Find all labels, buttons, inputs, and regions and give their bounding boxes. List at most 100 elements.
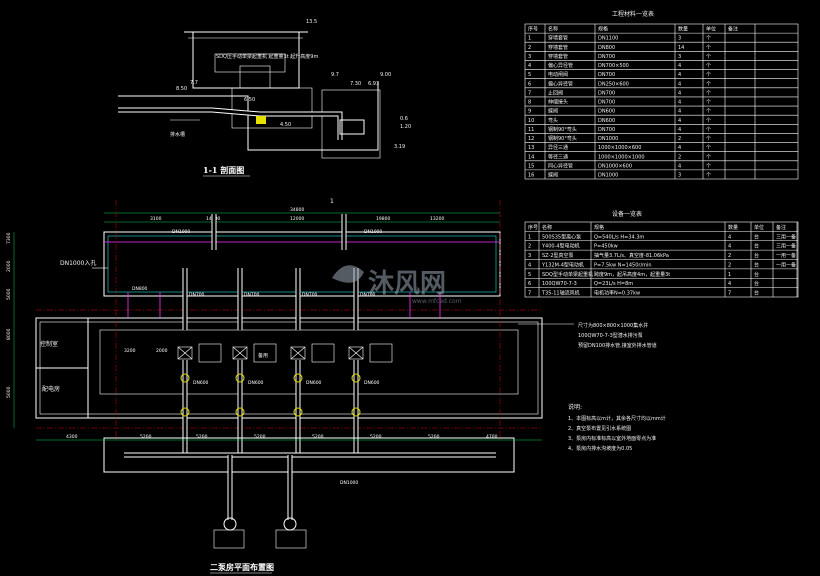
plan-total-dimension: 34800 xyxy=(290,207,304,213)
materials-table-cell: 13 xyxy=(528,145,534,151)
equipment-table-cell: P=7.5kw N=1450r/min xyxy=(594,262,652,268)
svg-text:5000: 5000 xyxy=(6,288,12,300)
materials-table-cell: 个 xyxy=(706,54,711,60)
materials-table-cell: 个 xyxy=(706,145,711,151)
note-4: 4、泵房内排水沟坡度为0.05 xyxy=(568,445,632,452)
materials-table-cell: 止回阀 xyxy=(548,89,563,96)
materials-table-cell: 偏心异径管 xyxy=(548,80,573,87)
materials-table-cell: DN1100 xyxy=(598,36,618,42)
materials-table-cell: 个 xyxy=(706,90,711,96)
equipment-table-cell: 5 xyxy=(528,272,531,278)
svg-text:DN1000: DN1000 xyxy=(172,229,190,235)
pump-icon xyxy=(232,346,248,360)
check-valve-icon xyxy=(180,407,190,417)
materials-table-cell: DN700 xyxy=(598,54,615,60)
section-building-outline xyxy=(192,31,300,89)
materials-table-cell: 4 xyxy=(678,81,681,87)
materials-table-cell: 6 xyxy=(528,81,531,87)
equipment-table-header-cell: 备注 xyxy=(776,224,786,231)
materials-table-cell: 3 xyxy=(678,36,681,42)
materials-table-cell: DN800 xyxy=(598,45,615,51)
materials-table-cell: 5 xyxy=(528,72,531,78)
equipment-table-cell: Y132M-4型电动机 xyxy=(541,261,584,268)
pump-icon xyxy=(177,346,193,360)
svg-text:DN1000: DN1000 xyxy=(364,229,382,235)
materials-table-cell: 个 xyxy=(706,45,711,51)
section-drain-label: 排水槽 xyxy=(170,131,185,138)
equipment-table-cell: Q=540L/s H=34.3m xyxy=(594,234,644,240)
materials-table-cell: 穿墙套管 xyxy=(548,35,568,42)
equipment-table-cell: 1 xyxy=(728,272,731,278)
equipment-table-cell: 三用一备 xyxy=(776,243,796,250)
valve-icon xyxy=(180,373,190,383)
watermark-text: 沐风网 xyxy=(368,269,446,299)
suction-pipe-label: DN600 xyxy=(364,380,380,386)
equipment-table-cell: 台 xyxy=(754,252,759,259)
equipment-table-cell: 4 xyxy=(528,262,531,268)
watermark-url: www.mfcad.com xyxy=(412,298,462,305)
equipment-table-cell: 跨度9m，起吊高度4m，起重量3t xyxy=(594,271,670,278)
materials-table-cell: 个 xyxy=(706,81,711,87)
materials-table-cell: 伸缩接头 xyxy=(548,99,568,106)
svg-text:8000: 8000 xyxy=(6,328,12,340)
svg-text:5200: 5200 xyxy=(196,434,208,440)
motor-icon xyxy=(369,343,393,363)
plan-view-title: 二泵房平面布置图 xyxy=(210,562,274,572)
equipment-table-cell: P=450kw xyxy=(594,244,618,250)
svg-text:8.50: 8.50 xyxy=(176,86,187,92)
materials-table-cell: DN700 xyxy=(598,90,615,96)
materials-table-cell: 个 xyxy=(706,36,711,42)
materials-table-cell: 16 xyxy=(528,173,534,179)
control-room-label: 控制室 xyxy=(40,340,58,348)
materials-table-cell: DN1000 xyxy=(598,136,618,142)
materials-table-cell: 钢制90°弯头 xyxy=(548,135,577,142)
materials-table-cell: 钢制90°弯头 xyxy=(548,126,577,133)
materials-table-header-cell: 序号 xyxy=(528,26,538,33)
svg-text:13200: 13200 xyxy=(430,216,444,222)
equipment-table-cell: 台 xyxy=(754,271,759,278)
valve-icon xyxy=(235,373,245,383)
branch-pipe-label: DN700 xyxy=(244,292,260,298)
equipment-table-cell: 台 xyxy=(754,261,759,268)
materials-table-cell: 4 xyxy=(678,118,681,124)
materials-table-cell: 同心异径管 xyxy=(548,162,573,169)
suction-pipe-label: DN600 xyxy=(193,380,209,386)
materials-table-cell: 3 xyxy=(528,54,531,60)
equipment-table-cell: 电机功率N=0.37kw xyxy=(594,290,640,297)
section-view: SDQ压手动单梁起重机 起重量3t 起升高度9m 排水槽 13.5 6.50 7… xyxy=(118,19,411,177)
svg-text:3100: 3100 xyxy=(150,216,162,222)
materials-table-cell: 穿墙套管 xyxy=(548,44,568,51)
suction-pipe-label: DN600 xyxy=(248,380,264,386)
equipment-table-cell: 一用一备 xyxy=(776,252,796,259)
note-1: 1、本图标高以m计，其余各尺寸均以mm计 xyxy=(568,415,666,422)
pump-units: DN600DN700DN600DN700DN600DN700DN600DN700… xyxy=(127,214,441,455)
materials-table-cell: 3 xyxy=(678,173,681,179)
equipment-table-cell: 1 xyxy=(528,234,531,240)
materials-table-cell: 异径三通 xyxy=(548,144,568,151)
equipment-table-cell: 100QW70-7-3 xyxy=(542,281,577,287)
materials-table-cell: DN600 xyxy=(598,118,615,124)
note-2: 2、真空泵布置见引水系统图 xyxy=(568,425,631,432)
materials-table-cell: 个 xyxy=(706,173,711,179)
branch-pipe-label: DN700 xyxy=(360,292,376,298)
materials-table-cell: DN700 xyxy=(598,127,615,133)
equipment-table-cell: 4 xyxy=(728,244,731,250)
materials-table-cell: 4 xyxy=(678,145,681,151)
svg-text:4.50: 4.50 xyxy=(280,122,291,128)
svg-text:5200: 5200 xyxy=(254,434,266,440)
power-room-label: 配电房 xyxy=(42,385,60,393)
svg-text:7.30: 7.30 xyxy=(350,81,361,87)
materials-table-title: 工程材料一览表 xyxy=(612,10,654,18)
svg-text:5200: 5200 xyxy=(312,434,324,440)
materials-table-cell: 个 xyxy=(706,154,711,160)
equipment-table-cell: 台 xyxy=(754,233,759,240)
materials-table-cell: 1000×1000×1000 xyxy=(598,154,645,160)
section-crane-note: SDQ压手动单梁起重机 起重量3t 起升高度9m xyxy=(216,53,318,60)
equipment-table-cell: 2 xyxy=(728,262,731,268)
materials-table-cell: 蝶阀 xyxy=(548,172,558,179)
section-marker: 1 xyxy=(330,198,334,205)
svg-text:13.5: 13.5 xyxy=(306,19,317,25)
equipment-table-cell: 抽气量3.7L/s、真空度-81.06kPa xyxy=(594,252,669,259)
equipment-table-cell: 4 xyxy=(728,234,731,240)
materials-table-cell: 个 xyxy=(706,127,711,133)
